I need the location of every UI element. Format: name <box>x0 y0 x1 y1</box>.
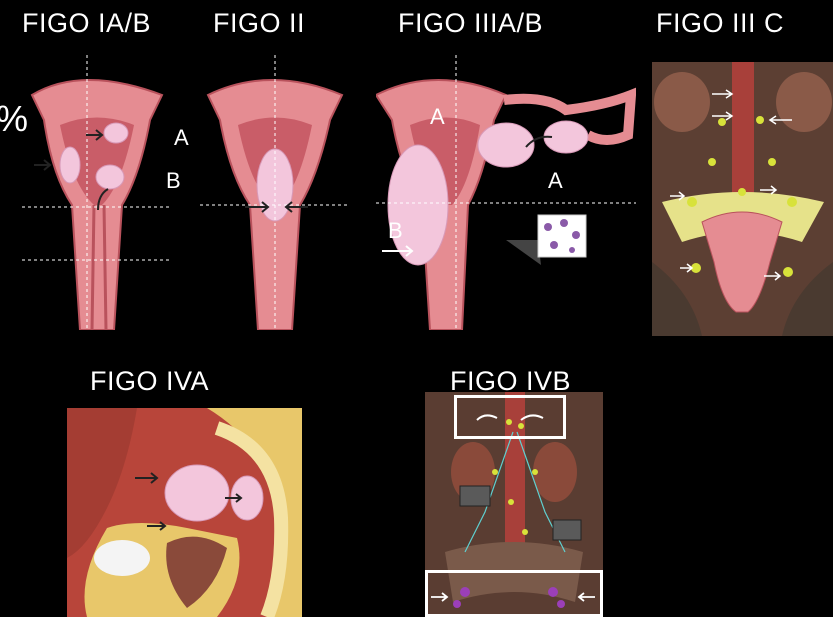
label-b-iiia: B <box>388 218 403 244</box>
label-b-ia-b: B <box>166 168 181 194</box>
title-figo-iva: FIGO IVA <box>90 366 209 397</box>
label-a-iiia-left: A <box>430 104 445 130</box>
title-figo-ia-b: FIGO IA/B <box>22 8 151 39</box>
pelvic-lymph-diagram-iiic <box>652 62 833 336</box>
uterus-diagram-ii <box>200 55 350 330</box>
uterus-diagram-ia-b: A A <box>22 55 172 330</box>
abdominal-diagram-ivb <box>425 392 603 617</box>
uterus-diagram-iiia-b <box>376 55 636 330</box>
title-figo-iiic: FIGO III C <box>656 8 784 39</box>
label-a-ia-b: A <box>174 125 189 151</box>
sagittal-pelvis-diagram-iva <box>67 408 302 617</box>
title-figo-iiia-b: FIGO IIIA/B <box>398 8 543 39</box>
label-a-iiia-right: A <box>548 168 563 194</box>
title-figo-ii: FIGO II <box>213 8 305 39</box>
